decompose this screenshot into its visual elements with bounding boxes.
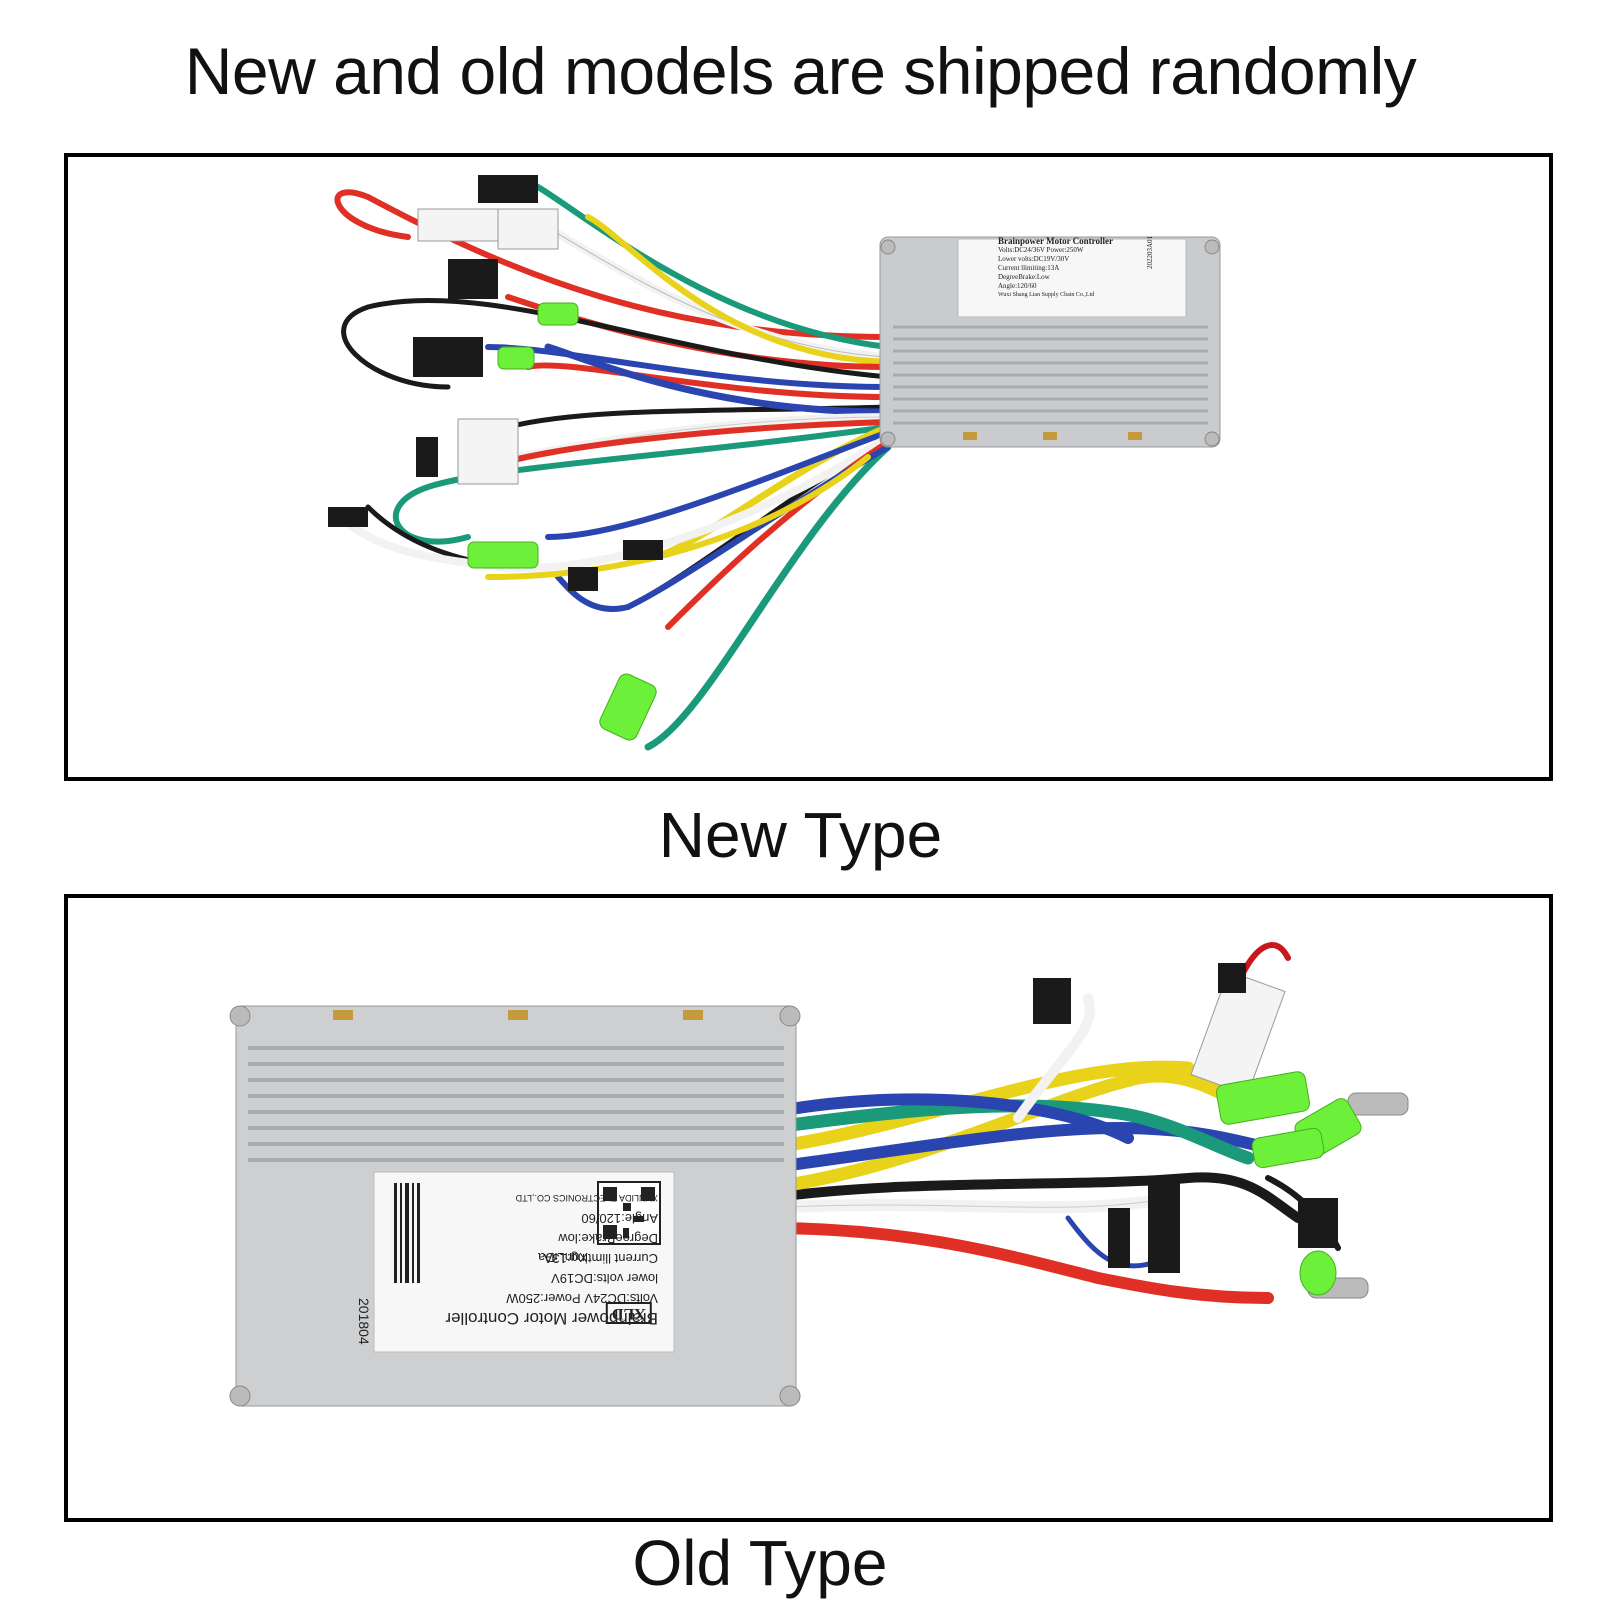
old-label-line-4: DegreeBrake:low bbox=[558, 1231, 658, 1246]
new-controller-housing bbox=[879, 236, 1221, 448]
old-type-controller-illustration bbox=[229, 942, 1409, 1407]
old-label-brand: XunLiDa bbox=[538, 1250, 588, 1265]
old-label-line-2: lower volts:DC19V bbox=[551, 1271, 658, 1286]
new-label-line-6: Wuxi Shang Lian Supply Chain Co.,Ltd bbox=[998, 292, 1095, 298]
new-label-line-3: Current llimiting:13A bbox=[998, 264, 1060, 272]
new-label-line-5: Angle:120/60 bbox=[998, 282, 1037, 290]
old-label-line-6: XUNLIDA ELECTRONICS CO.,LTD bbox=[515, 1193, 658, 1203]
headline: New and old models are shipped randomly bbox=[184, 34, 1417, 108]
old-label-logo: XLD bbox=[606, 1302, 652, 1324]
connector-blocks bbox=[328, 175, 663, 591]
new-label-line-2: Lower volts:DC19V/30V bbox=[998, 255, 1070, 263]
old-label-line-3: Current llimting:13A bbox=[543, 1251, 658, 1266]
new-label-serial: 202203A01 bbox=[1146, 235, 1154, 269]
new-label-line-1: Volts:DC24/36V Power:250W bbox=[998, 246, 1084, 254]
old-type-photo-frame: Brainpower Motor Controller Volts:DC24V … bbox=[64, 894, 1553, 1522]
old-label-serial: 201804 bbox=[356, 1298, 372, 1345]
new-type-photo-frame: Brainpower Motor Controller Volts:DC24/3… bbox=[64, 153, 1553, 781]
new-type-controller-illustration bbox=[328, 175, 1221, 751]
new-label-title: Brainpower Motor Controller bbox=[998, 236, 1113, 246]
old-controller-housing bbox=[229, 1005, 801, 1407]
new-label-line-4: DegreeBrake:Low bbox=[998, 273, 1050, 281]
old-type-caption: Old Type bbox=[632, 1527, 888, 1599]
new-type-caption: New Type bbox=[658, 799, 943, 871]
new-type-label: Brainpower Motor Controller Volts:DC24/3… bbox=[998, 237, 1158, 300]
old-label-line-5: Angle:120/60 bbox=[581, 1211, 658, 1226]
